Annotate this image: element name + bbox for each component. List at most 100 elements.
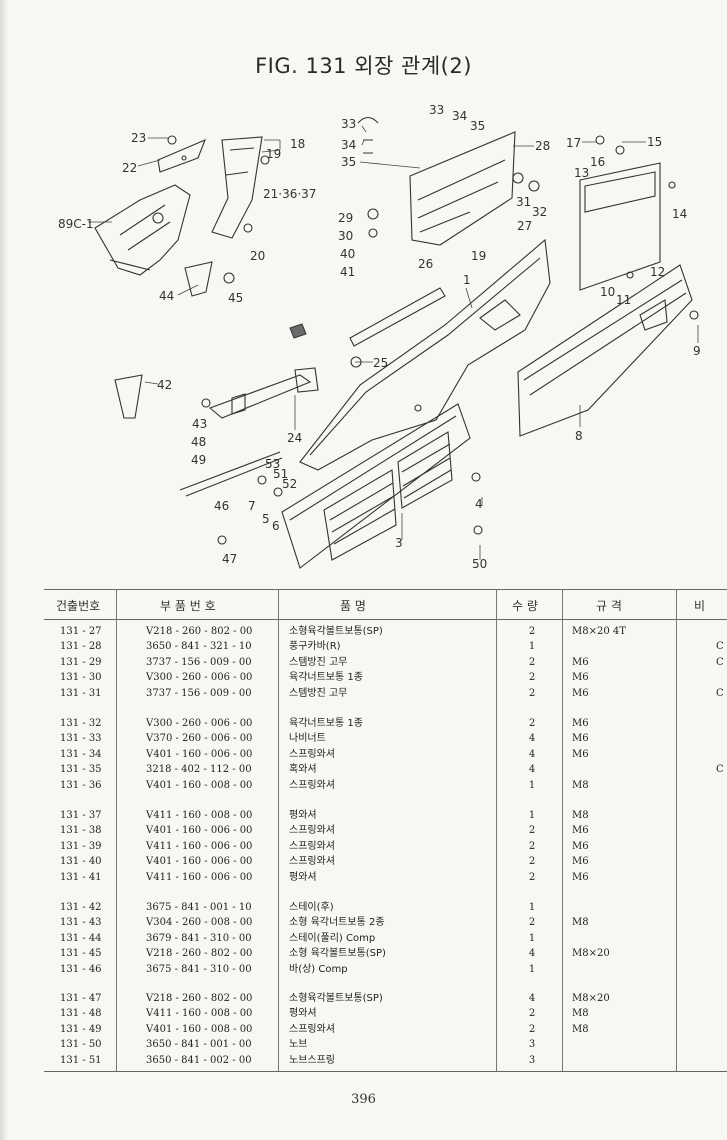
quantity-cell: 4	[528, 733, 536, 745]
part-name-cell: 노브	[289, 1039, 308, 1051]
part-name-cell: 바(상) Comp	[289, 963, 348, 975]
callout-48: 48	[191, 435, 206, 449]
callout-31: 31	[516, 195, 531, 209]
item-no-cell: 131 - 33	[60, 733, 102, 745]
item-no-cell: 131 - 47	[60, 993, 102, 1004]
callout-52: 52	[282, 477, 297, 491]
callout-49: 49	[191, 453, 206, 467]
exploded-parts-diagram: 23 22 89C-1 18 19 21·36·37 20 44 45 33 3…	[58, 103, 701, 571]
quantity-cell: 2	[528, 1008, 536, 1020]
callout-27: 27	[517, 219, 532, 233]
part-name-cell: 풍구카바(R)	[289, 641, 341, 653]
callout-25: 25	[373, 356, 388, 370]
spec-cell: M8	[572, 779, 589, 791]
leader-lines	[88, 125, 699, 560]
callout-19b: 19	[471, 249, 486, 263]
part-name-cell: 평와셔	[289, 871, 317, 883]
page-scan-edge	[0, 0, 8, 1140]
header-qty: 수 량	[512, 599, 538, 613]
callout-35a: 35	[341, 155, 356, 169]
spec-cell: M8×20	[572, 948, 610, 960]
quantity-cell: 1	[528, 932, 536, 944]
spec-cell: M6	[572, 825, 589, 837]
part-no-cell: 3675 - 841 - 001 - 10	[146, 902, 252, 913]
quantity-cell: 1	[528, 641, 536, 653]
part-no-cell: V218 - 260 - 802 - 00	[146, 948, 253, 960]
callout-10: 10	[600, 285, 615, 299]
callout-35b: 35	[470, 119, 485, 133]
item-no-cell: 131 - 51	[60, 1054, 102, 1066]
callout-32: 32	[532, 205, 547, 219]
item-no-cell: 131 - 48	[60, 1008, 102, 1020]
part-no-cell: 3737 - 156 - 009 - 00	[146, 687, 252, 699]
callout-28: 28	[535, 139, 550, 153]
table-header-rule	[44, 619, 727, 620]
callout-14: 14	[672, 207, 687, 221]
page-number: 396	[351, 1092, 376, 1107]
callout-34a: 34	[341, 138, 356, 152]
callout-12: 12	[650, 265, 665, 279]
quantity-cell: 2	[528, 718, 536, 729]
item-no-cell: 131 - 35	[60, 764, 102, 776]
spec-cell: M6	[572, 687, 589, 699]
item-no-cell: 131 - 29	[60, 656, 102, 668]
item-no-cell: 131 - 34	[60, 748, 102, 760]
header-note: 비	[694, 599, 706, 613]
part-no-cell: 3650 - 841 - 001 - 00	[146, 1039, 252, 1051]
callout-33b: 33	[429, 103, 444, 117]
callout-53: 53	[265, 457, 280, 471]
callout-5: 5	[262, 512, 270, 526]
spec-cell: M8	[572, 1023, 589, 1035]
part-name-cell: 스프링와셔	[289, 840, 335, 852]
item-no-cell: 131 - 32	[60, 718, 102, 729]
item-no-cell: 131 - 27	[60, 626, 102, 637]
part-name-cell: 스프링와셔	[289, 779, 335, 791]
bracket-22	[157, 135, 206, 173]
quantity-cell: 2	[528, 672, 536, 684]
quantity-cell: 2	[528, 871, 536, 883]
quantity-cell: 1	[528, 902, 536, 913]
part-name-cell: 스템방진 고무	[289, 687, 348, 699]
quantity-cell: 4	[528, 993, 536, 1004]
item-no-cell: 131 - 49	[60, 1023, 102, 1035]
callout-23: 23	[131, 131, 146, 145]
table-col-divider	[496, 589, 497, 1071]
header-name: 품 명	[340, 599, 366, 613]
callout-45: 45	[228, 291, 243, 305]
part-no-cell: 3679 - 841 - 310 - 00	[146, 932, 252, 944]
part-name-cell: 스프링와셔	[289, 856, 335, 868]
part-name-cell: 소형 육각볼트보통(SP)	[289, 948, 386, 960]
callout-51: 51	[273, 467, 288, 481]
part-no-cell: V401 - 160 - 006 - 00	[146, 748, 253, 760]
item-no-cell: 131 - 28	[60, 641, 102, 653]
callout-22: 22	[122, 161, 137, 175]
spec-cell: M8×20	[572, 993, 610, 1004]
part-name-cell: 소형육각볼트보통(SP)	[289, 993, 383, 1004]
callout-33a: 33	[341, 117, 356, 131]
part-name-cell: 평와셔	[289, 1008, 317, 1020]
part-no-cell: 3650 - 841 - 321 - 10	[146, 641, 252, 653]
callout-89c-1: 89C-1	[58, 217, 94, 231]
callout-18: 18	[290, 137, 305, 151]
quantity-cell: 2	[528, 856, 536, 868]
callout-46: 46	[214, 499, 229, 513]
callout-8: 8	[575, 429, 583, 443]
quantity-cell: 2	[528, 917, 536, 929]
part-no-cell: 3218 - 402 - 112 - 00	[146, 764, 252, 776]
callout-42: 42	[157, 378, 172, 392]
cover-13	[579, 135, 676, 291]
item-no-cell: 131 - 38	[60, 825, 102, 837]
header-spec: 규 격	[596, 599, 622, 613]
spec-cell: M8	[572, 1008, 589, 1020]
callout-15: 15	[647, 135, 662, 149]
